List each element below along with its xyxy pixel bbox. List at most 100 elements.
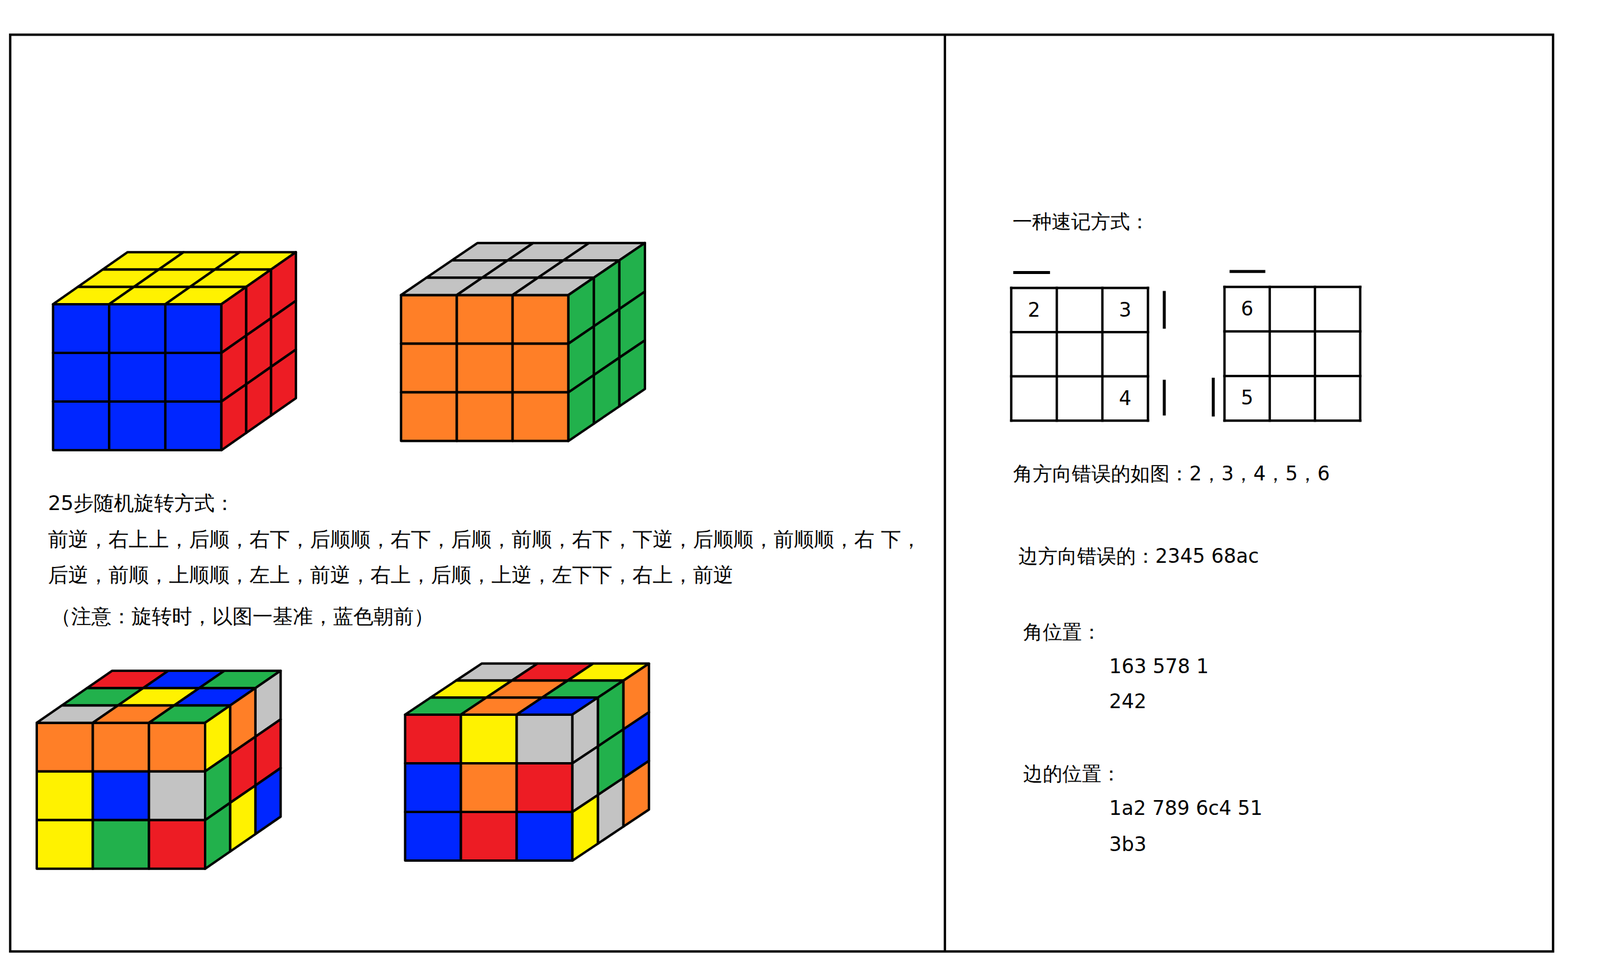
rubiks-cube <box>404 663 649 861</box>
section-heading: 一种速记方式： <box>1012 209 1150 234</box>
cube-facelet <box>109 352 166 402</box>
cube-facelet <box>619 340 645 407</box>
position-code: 163 578 1 <box>1109 654 1209 679</box>
grid-line <box>1011 419 1149 422</box>
section-heading: 边的位置： <box>1023 761 1122 786</box>
note: （注意：旋转时，以图一基准，蓝色朝前） <box>50 604 434 629</box>
cube-facelet <box>457 343 513 393</box>
cell-number: 5 <box>1240 387 1254 409</box>
grid-line <box>1223 286 1226 421</box>
cube-facelet <box>165 352 222 402</box>
cube-facelet <box>93 819 150 869</box>
cube-facelet <box>246 366 271 433</box>
cube-facelet <box>516 762 573 812</box>
cube-facelet <box>109 401 166 450</box>
cube-facelet <box>404 811 461 861</box>
cube-facelet <box>512 295 569 344</box>
bar-mark <box>1013 270 1050 274</box>
cube-facelet <box>593 357 620 424</box>
section-heading: 25步随机旋转方式： <box>48 490 235 516</box>
grid-line <box>1011 286 1149 289</box>
grid-line <box>1224 374 1361 378</box>
cube-facelet <box>404 714 461 763</box>
cube-facelet <box>568 374 594 441</box>
grid-cell: 3 <box>1105 289 1146 330</box>
bar-mark <box>1163 291 1167 330</box>
cube-facelet <box>623 760 650 827</box>
grid-cell: 2 <box>1013 289 1055 330</box>
cube-facelet <box>148 722 206 772</box>
position-code: 3b3 <box>1109 832 1147 857</box>
cube-facelet <box>270 349 296 415</box>
cube-facelet <box>53 352 110 402</box>
rubiks-cube <box>401 243 645 442</box>
grid-line <box>1146 287 1149 421</box>
cube-facelet <box>512 392 569 442</box>
bar-mark <box>1229 269 1266 273</box>
grid-line <box>1224 419 1361 422</box>
note-line: 边方向错误的：2345 68ac <box>1018 544 1260 568</box>
cube-facelet <box>36 771 94 820</box>
cell-number: 4 <box>1119 387 1132 410</box>
cube-facelet <box>221 384 247 450</box>
cube-facelet <box>148 819 206 869</box>
cube-facelet <box>404 762 461 812</box>
grid-cell: 5 <box>1227 378 1268 418</box>
outer-frame <box>10 34 1554 952</box>
grid-cell: 6 <box>1227 289 1268 330</box>
cube-facelet <box>93 722 150 772</box>
grid-line <box>1011 330 1149 334</box>
cube-facelet <box>401 343 458 393</box>
cube-facelet <box>457 392 513 442</box>
cube-facelet <box>255 767 281 834</box>
edge-marks <box>1013 271 1266 417</box>
grid-line <box>1011 375 1149 378</box>
shorthand-grid <box>1224 286 1361 421</box>
grid-line <box>1358 286 1362 421</box>
cube-facelet <box>461 714 517 763</box>
cube-facelet <box>401 392 458 442</box>
cube-facelet <box>512 343 569 393</box>
grid-line <box>1101 287 1104 421</box>
move-sequence: 前逆，右上上，后顺，右下，后顺顺，右下，后顺，前顺，右下，下逆，后顺顺，前顺顺，… <box>48 521 928 593</box>
rubiks-cube <box>53 251 297 450</box>
shorthand-grid <box>1011 287 1149 421</box>
grid-cell: 4 <box>1105 378 1146 419</box>
grid-line <box>1055 287 1059 421</box>
cube-facelet <box>516 714 573 763</box>
cube-facelet <box>401 295 458 344</box>
grid-line <box>1268 286 1271 421</box>
cell-number: 2 <box>1027 299 1041 321</box>
cube-facelet <box>572 794 599 861</box>
divider-line <box>943 34 947 952</box>
cube-facelet <box>36 722 94 772</box>
bar-mark <box>1163 379 1167 415</box>
grid-line <box>1224 330 1361 333</box>
cube-facelet <box>36 819 94 869</box>
cell-number: 3 <box>1119 299 1132 321</box>
cube-facelet <box>516 811 573 861</box>
cube-facelet <box>457 295 513 344</box>
cube-facelet <box>53 401 110 450</box>
cube-facelet <box>461 762 517 812</box>
grid-line <box>1010 287 1013 421</box>
position-code: 1a2 789 6c4 51 <box>1109 796 1263 820</box>
cube-facelet <box>205 802 231 869</box>
cube-facelet <box>109 304 166 353</box>
bar-mark <box>1211 377 1215 417</box>
cube-facelet <box>148 771 206 820</box>
note-line: 角方向错误的如图：2，3，4，5，6 <box>1013 461 1330 486</box>
cube-facelet <box>53 304 110 353</box>
rubiks-cube <box>36 670 281 869</box>
grid-line <box>1224 285 1361 289</box>
cube-facelet <box>165 401 222 450</box>
cube-facelet <box>165 304 222 353</box>
cube-facelet <box>230 784 256 851</box>
cube-facelet <box>598 777 624 844</box>
cell-number: 6 <box>1240 298 1254 320</box>
section-heading: 角位置： <box>1023 620 1102 644</box>
cube-facelet <box>93 771 150 820</box>
position-code: 242 <box>1109 689 1147 714</box>
